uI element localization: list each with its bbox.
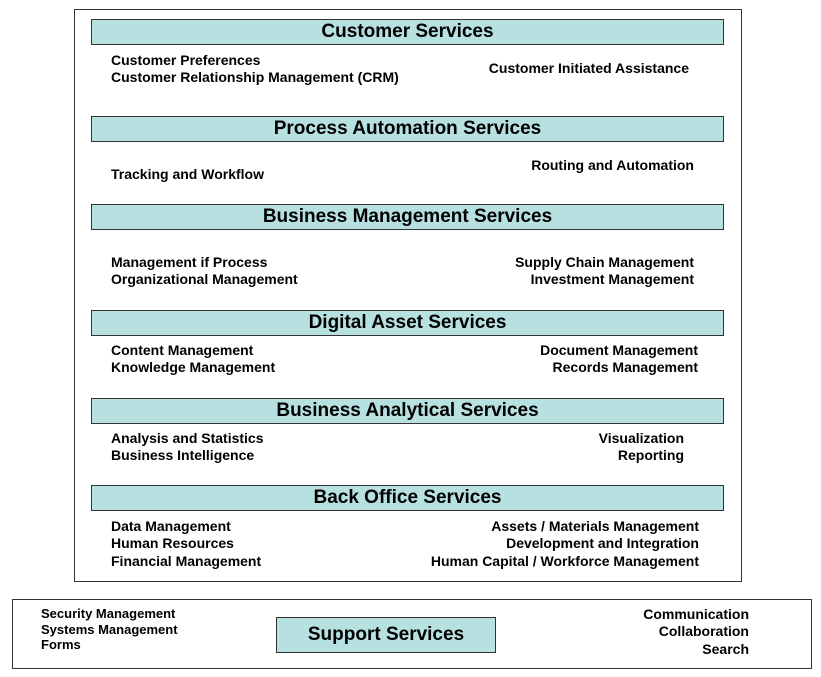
section-header-process-automation-services: Process Automation Services [91, 116, 724, 142]
service-item: Development and Integration [506, 535, 699, 551]
support-item: Search [702, 641, 749, 657]
section-header-back-office-services: Back Office Services [91, 485, 724, 511]
service-item: Supply Chain Management [515, 254, 694, 270]
service-item: Customer Preferences [111, 52, 261, 68]
service-item: Visualization [598, 430, 684, 446]
service-item: Financial Management [111, 553, 262, 569]
service-item: Human Capital / Workforce Management [430, 553, 699, 569]
service-item: Data Management [111, 518, 231, 534]
service-item: Customer Relationship Management (CRM) [111, 69, 399, 85]
service-item: Reporting [617, 447, 684, 463]
service-item: Management if Process [111, 254, 268, 270]
service-item: Assets / Materials Management [491, 518, 699, 534]
section-header-digital-asset-services: Digital Asset Services [91, 310, 724, 336]
support-item: Forms [41, 637, 81, 652]
service-item: Customer Initiated Assistance [488, 60, 689, 76]
support-item: Collaboration [658, 623, 749, 639]
service-item: Records Management [552, 359, 698, 375]
section-header-customer-services: Customer Services [91, 19, 724, 45]
service-item: Knowledge Management [111, 359, 276, 375]
service-item: Routing and Automation [531, 157, 694, 173]
service-item: Tracking and Workflow [111, 166, 264, 182]
service-item: Business Intelligence [111, 447, 255, 463]
service-item: Human Resources [111, 535, 234, 551]
service-item: Analysis and Statistics [111, 430, 264, 446]
service-item: Content Management [111, 342, 254, 358]
service-item: Investment Management [530, 271, 694, 287]
support-item: Communication [643, 606, 749, 622]
service-item: Document Management [540, 342, 698, 358]
service-item: Organizational Management [111, 271, 298, 287]
section-header-business-management-services: Business Management Services [91, 204, 724, 230]
support-item: Security Management [41, 606, 176, 621]
support-item: Systems Management [41, 622, 178, 637]
support-services-header: Support Services [276, 617, 496, 653]
section-header-business-analytical-services: Business Analytical Services [91, 398, 724, 424]
